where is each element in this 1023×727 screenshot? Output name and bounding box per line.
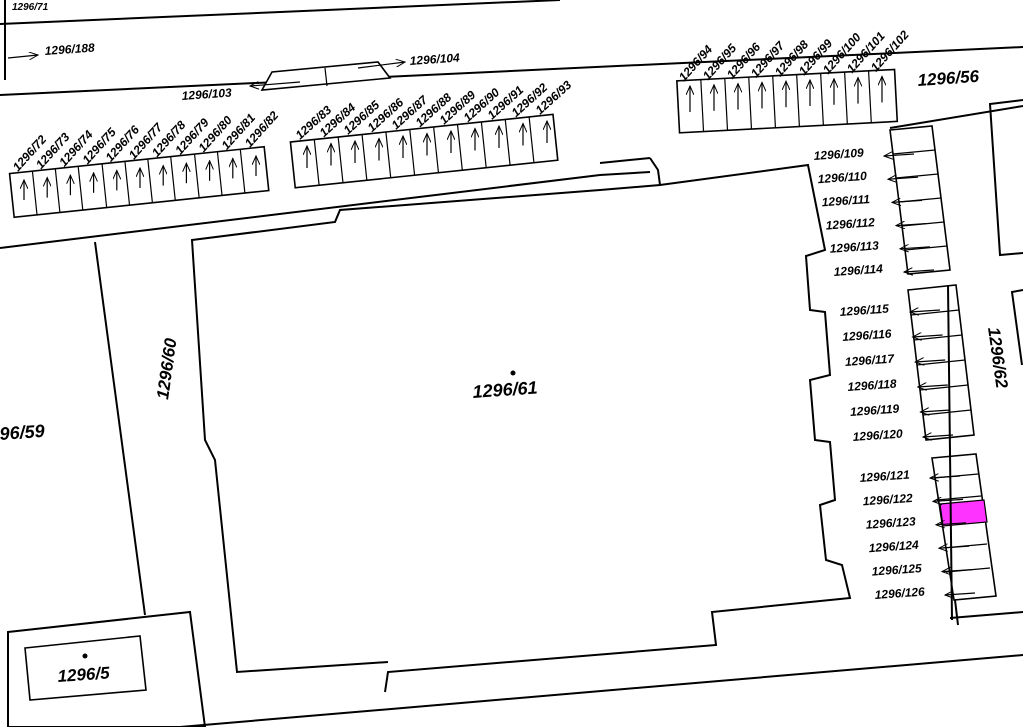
parcel-5 bbox=[7, 610, 207, 727]
label-1296-62: 1296/62 bbox=[984, 326, 1011, 390]
garage-col-b bbox=[907, 284, 975, 441]
label-1296-59: 96/59 bbox=[0, 421, 45, 444]
centroid-1296-61 bbox=[510, 370, 516, 376]
garage-label: 1296/125 bbox=[871, 561, 922, 578]
garage-label: 1296/112 bbox=[825, 215, 875, 232]
label-1296-61[interactable]: 1296/61 bbox=[472, 377, 538, 401]
parcel-60-strip bbox=[94, 241, 146, 616]
main-parcel-outline bbox=[190, 157, 852, 693]
garage-label: 1296/116 bbox=[842, 327, 892, 344]
garage-label: 1296/119 bbox=[850, 402, 900, 419]
garage-label: 1296/113 bbox=[829, 238, 879, 255]
label-1296-60: 1296/60 bbox=[153, 337, 180, 401]
garage-label: 1296/110 bbox=[817, 169, 867, 186]
label-1296-5: 1296/5 bbox=[57, 663, 111, 686]
garage-label: 1296/117 bbox=[844, 352, 895, 369]
garage-label: 1296/115 bbox=[839, 302, 889, 319]
label-1296-104: 1296/104 bbox=[409, 51, 460, 68]
garage-label: 1296/123 bbox=[865, 514, 916, 531]
garage-label: 1296/118 bbox=[847, 377, 897, 394]
garage-label: 1296/109 bbox=[813, 146, 864, 163]
garage-col-c bbox=[931, 453, 997, 601]
right-edge-blocks bbox=[947, 99, 1023, 626]
label-1296-103: 1296/103 bbox=[181, 86, 232, 103]
label-1296-71: 1296/71 bbox=[12, 2, 49, 13]
highlighted-parcel-1296-123[interactable] bbox=[939, 499, 988, 527]
garage-label: 1296/126 bbox=[874, 585, 925, 602]
garage-row-mid bbox=[289, 113, 559, 189]
garage-row-right bbox=[676, 68, 899, 134]
garage-row-left bbox=[8, 145, 270, 219]
label-1296-188: 1296/188 bbox=[44, 41, 95, 58]
garage-label: 1296/111 bbox=[821, 192, 870, 209]
garage-label: 1296/121 bbox=[859, 468, 910, 485]
garage-label: 1296/122 bbox=[862, 491, 913, 508]
label-1296-56: 1296/56 bbox=[917, 67, 980, 90]
garage-label: 1296/114 bbox=[833, 262, 883, 279]
garage-label: 1296/124 bbox=[868, 538, 919, 555]
garage-label: 1296/120 bbox=[852, 427, 903, 444]
